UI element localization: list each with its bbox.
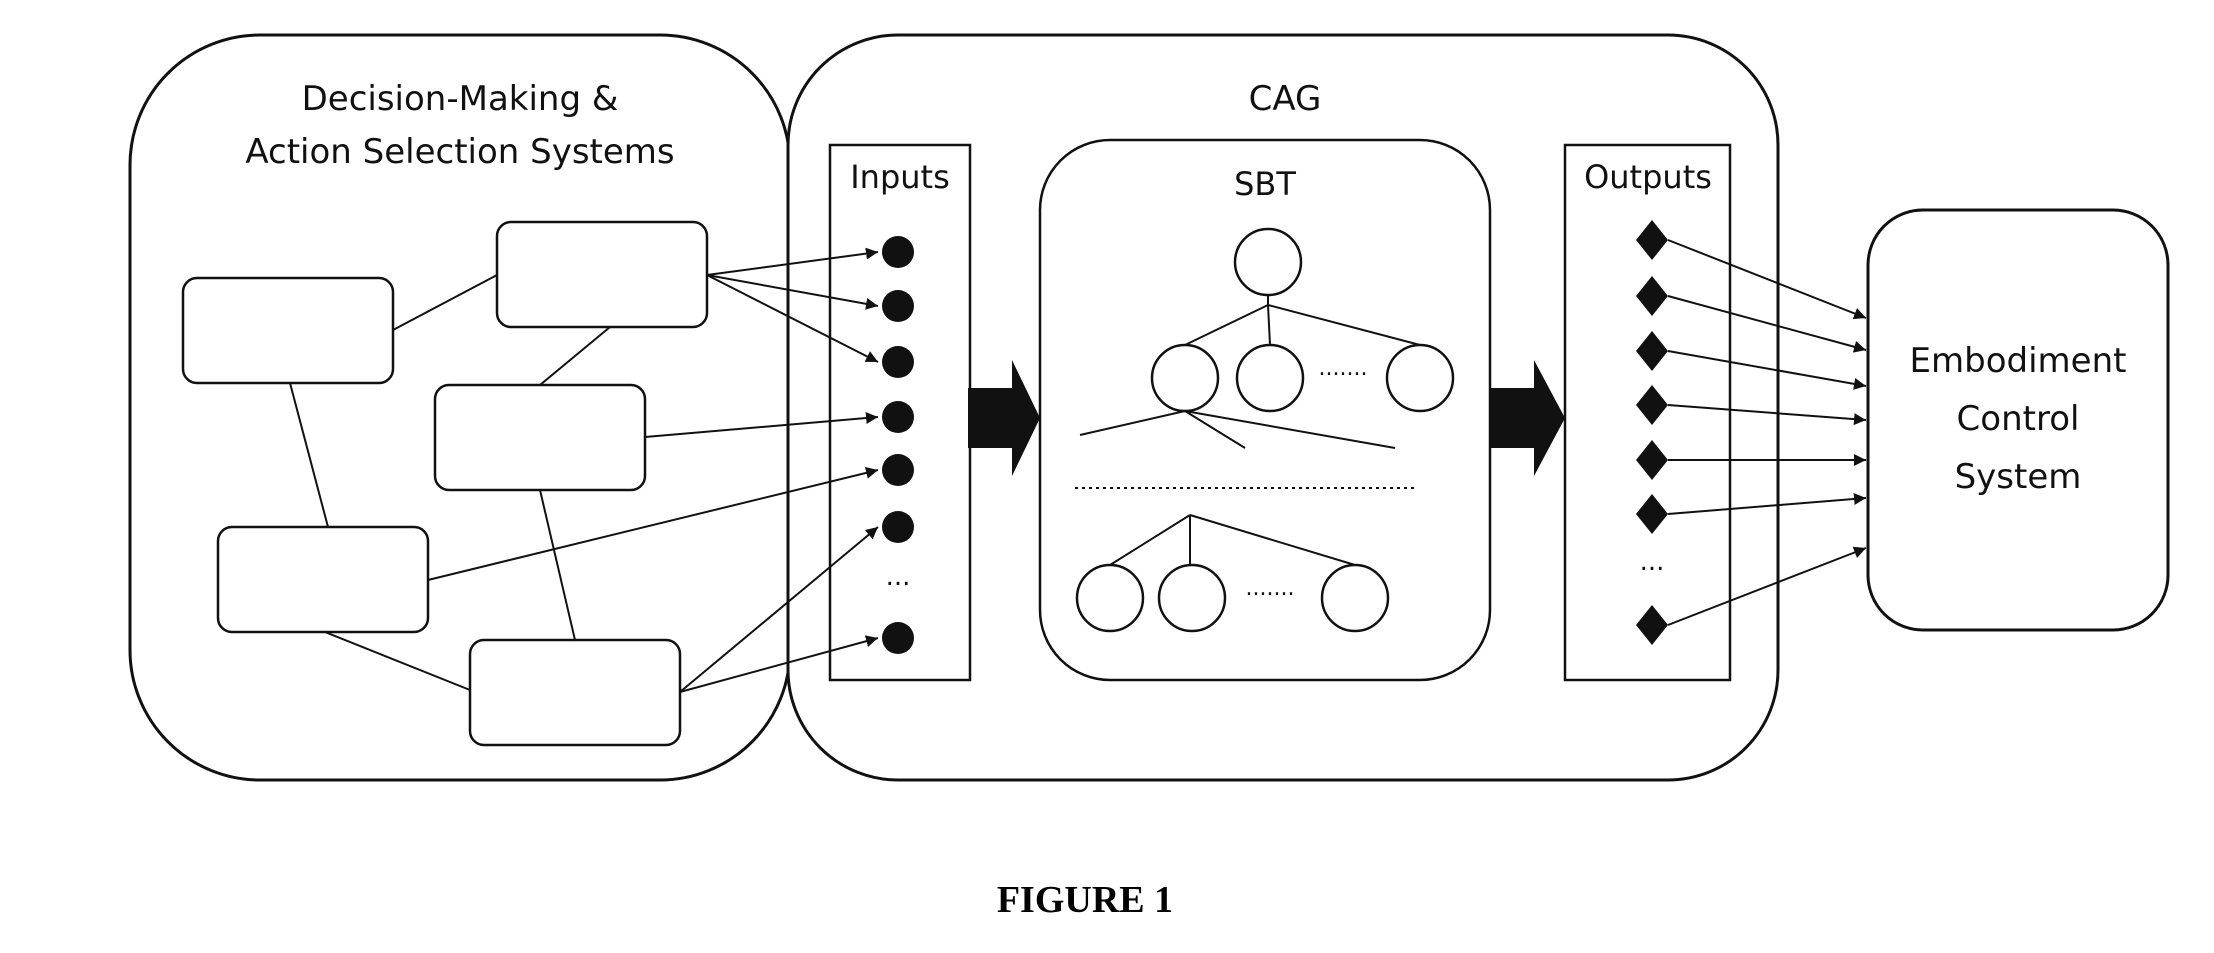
embodiment-control-system-box [1866,208,2170,632]
input-node-n [882,622,914,654]
link-box4-box5 [324,631,471,691]
tree-leaf-node-2 [1157,563,1227,633]
arrow-output3-embodiment [1667,350,1867,390]
tree-level1-node-2 [1235,343,1305,413]
inputs-title: Inputs [850,158,950,196]
flow-arrow-sbt-outputs [1490,360,1565,476]
tree-level1-node-n [1385,343,1455,413]
output-node-5 [1636,440,1668,480]
cag-title: CAG [1249,79,1322,119]
embodiment-label-line2: Control [1957,399,2080,439]
arrow-box2-input3 [706,274,879,363]
tree-edge-bottom-3 [1189,514,1356,566]
output-node-1 [1636,220,1668,260]
input-node-5 [882,454,914,486]
decision-making-title-line2: Action Selection Systems [245,132,674,172]
system-box-1 [181,276,395,385]
arrow-outputn-embodiment [1667,546,1867,626]
output-node-2 [1636,276,1668,316]
arrow-box2-input2 [706,274,879,310]
input-node-2 [882,290,914,322]
sbt-title: SBT [1234,165,1296,203]
link-box1-box2 [392,274,498,331]
input-node-4 [882,401,914,433]
tree-edge-sub-2 [1184,410,1246,449]
link-box2-box3 [539,326,611,386]
link-box1-box4 [289,382,329,528]
flow-arrow-inputs-sbt [968,360,1040,476]
tree-edge-sub-3 [1184,410,1396,449]
output-node-3 [1636,331,1668,371]
arrow-box5-inputn [679,635,879,693]
tree-edge-root-l1 [1184,304,1269,346]
tree-level1-ellipsis: ....... [1319,356,1368,381]
output-node-n [1636,605,1668,645]
arrow-box3-input4 [644,412,879,438]
arrow-output1-embodiment [1667,239,1867,320]
tree-edge-sub-1 [1079,410,1186,436]
arrow-box4-input5 [427,467,879,581]
arrow-output6-embodiment [1667,492,1867,515]
input-node-3 [882,346,914,378]
embodiment-label-line1: Embodiment [1910,341,2127,381]
system-box-3 [433,383,647,492]
tree-root-node [1233,227,1303,297]
embodiment-label-line3: System [1955,457,2082,497]
input-node-1 [882,236,914,268]
arrow-output4-embodiment [1667,404,1867,426]
outputs-ellipsis: ... [1640,547,1665,577]
link-box3-box5 [539,489,576,641]
input-node-6 [882,511,914,543]
arrow-box2-input1 [706,247,879,276]
output-node-6 [1636,494,1668,534]
inputs-ellipsis: ... [886,562,911,592]
tree-leaf-node-1 [1075,563,1145,633]
system-box-4 [216,525,430,634]
tree-edge-bottom-1 [1109,514,1191,566]
tree-leaf-ellipsis: ....... [1246,576,1295,601]
tree-leaf-node-n [1320,563,1390,633]
tree-edge-root-l3 [1267,304,1421,346]
tree-edge-root-l2 [1267,304,1271,346]
arrow-output2-embodiment [1667,295,1867,353]
outputs-title: Outputs [1584,158,1712,196]
figure-caption: FIGURE 1 [997,879,1173,921]
system-box-2 [495,220,709,329]
system-box-5 [468,638,682,747]
arrow-box5-input6 [679,526,879,693]
tree-level1-node-1 [1150,343,1220,413]
output-node-4 [1636,385,1668,425]
decision-making-title-line1: Decision-Making & [302,79,619,119]
